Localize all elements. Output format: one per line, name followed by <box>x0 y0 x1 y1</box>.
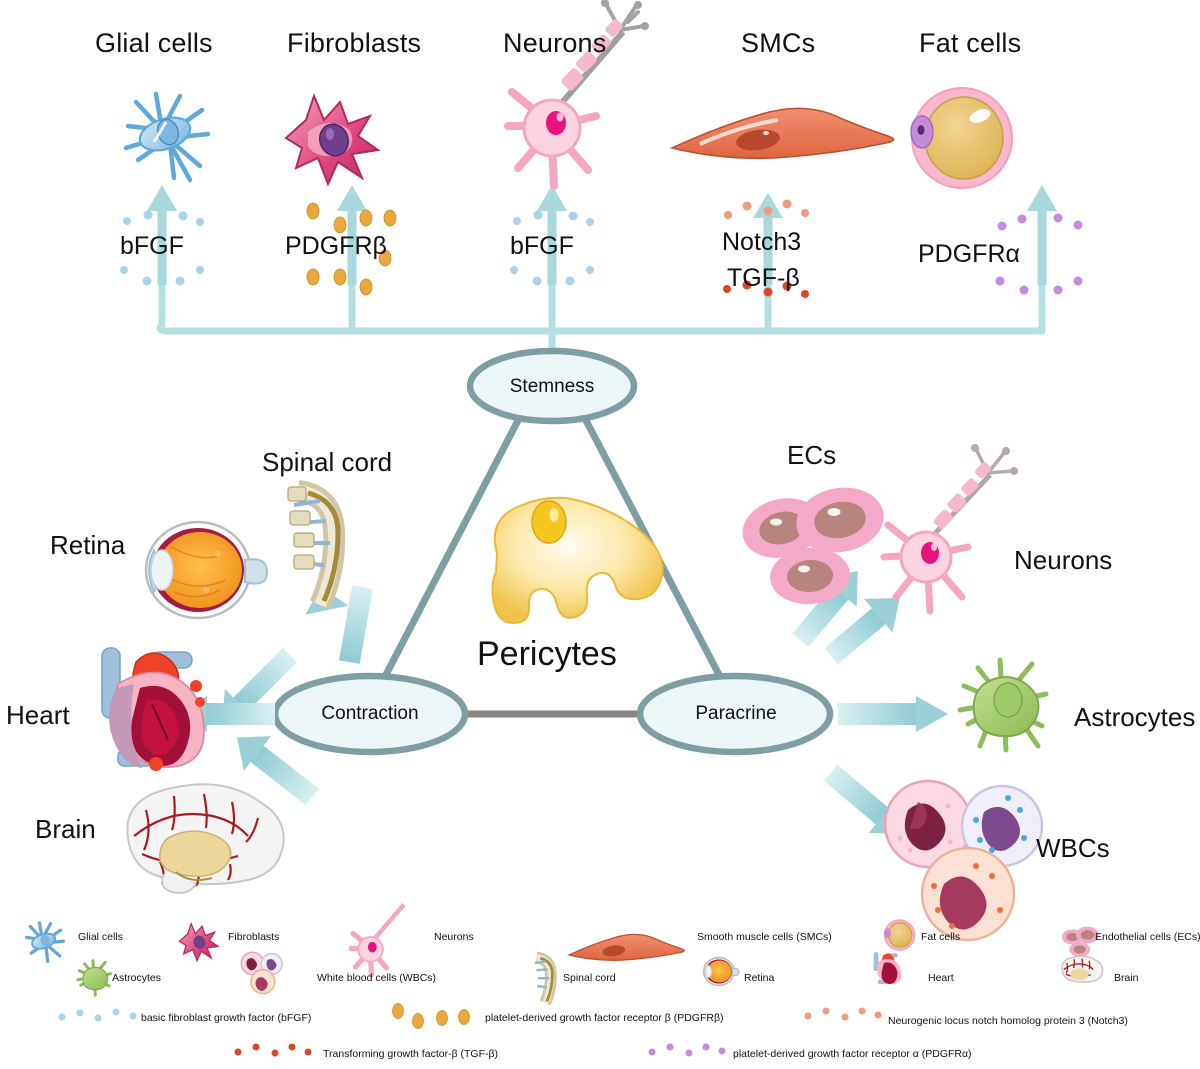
white-blood-cell-art <box>883 779 1044 942</box>
legend-icon-ecs <box>1062 926 1099 957</box>
stemness-distribution-bus <box>156 281 1046 356</box>
legend-item-notch3: Neurogenic locus notch homolog protein 3… <box>888 1015 1128 1027</box>
legend-icon-neuron <box>348 903 406 978</box>
factor-label-tgfb: TGF-β <box>727 264 800 292</box>
legend-icon-fat <box>883 919 916 951</box>
legend-item-spinal-cord: Spinal cord <box>563 972 616 984</box>
legend-icon-pdgfra-dots <box>648 1043 726 1057</box>
factor-label-bfgf-left: bFGF <box>120 232 184 260</box>
spinal-cord-art <box>287 480 346 610</box>
target-label-retina: Retina <box>50 530 126 560</box>
top-label-glial-cells: Glial cells <box>95 28 213 58</box>
legend-item-fibroblasts: Fibroblasts <box>228 931 280 943</box>
legend-item-smcs: Smooth muscle cells (SMCs) <box>697 931 832 943</box>
neuron-cell-art-right <box>880 444 1018 615</box>
legend-item-fat-cells: Fat cells <box>921 931 961 943</box>
legend-icon-astrocyte <box>76 959 113 997</box>
legend-item-astrocytes: Astrocytes <box>112 972 162 984</box>
top-label-neurons: Neurons <box>503 28 607 58</box>
node-ellipses <box>271 347 834 756</box>
fat-cell-art <box>910 87 1013 189</box>
fibroblast-cell-art <box>284 93 381 187</box>
legend-icon-tgfb-dots <box>234 1043 312 1057</box>
legend-icon-brain <box>1061 955 1104 983</box>
factor-label-pdgfrb: PDGFRβ <box>285 232 387 260</box>
factor-arrowheads <box>147 185 1057 218</box>
legend-item-neurons: Neurons <box>434 931 474 943</box>
target-label-ecs: ECs <box>787 440 837 470</box>
contraction-output-arrows <box>175 585 373 806</box>
legend-item-retina: Retina <box>744 972 775 984</box>
legend-icon-fibroblast <box>178 921 220 963</box>
legend-item-glial-cells: Glial cells <box>78 931 123 943</box>
legend-icon-spinal <box>534 951 557 1006</box>
target-label-wbcs: WBCs <box>1036 833 1110 863</box>
brain-art <box>126 783 285 894</box>
glial-cell-art <box>123 91 211 183</box>
legend-item-pdgfra: platelet-derived growth factor receptor … <box>733 1048 972 1060</box>
heart-art <box>101 647 205 771</box>
legend-item-heart: Heart <box>928 972 954 984</box>
legend-icon-notch3-dots <box>804 1007 882 1021</box>
node-label-stemness[interactable]: Stemness <box>509 376 595 397</box>
legend-icon-glial <box>24 921 66 964</box>
legend-item-ecs: Endothelial cells (ECs) <box>1095 931 1200 943</box>
pericyte-cell-illustration <box>491 496 664 625</box>
legend-icon-retina <box>702 956 740 987</box>
factor-label-notch3: Notch3 <box>722 228 802 256</box>
legend-item-tgfb: Transforming growth factor-β (TGF-β) <box>323 1048 499 1060</box>
legend-item-brain: Brain <box>1114 972 1139 984</box>
top-label-fibroblasts: Fibroblasts <box>287 28 422 58</box>
factor-label-bfgf-mid: bFGF <box>510 232 574 260</box>
retina-art <box>144 520 269 620</box>
legend-item-pdgfrb: platelet-derived growth factor receptor … <box>485 1012 724 1024</box>
legend-item-wbcs: White blood cells (WBCs) <box>317 972 437 984</box>
smooth-muscle-cell-art <box>669 107 895 160</box>
legend-icon-pdgfrb-dots <box>392 1003 470 1029</box>
legend-icon-smc <box>567 933 685 961</box>
factor-label-pdgfra: PDGFRα <box>918 240 1020 268</box>
legend-icon-bfgf-dots <box>58 1008 137 1022</box>
paracrine-output-arrows <box>792 571 948 834</box>
target-label-brain: Brain <box>35 814 96 844</box>
page-title: Pericytes <box>477 635 617 673</box>
legend-icon-heart <box>873 952 902 985</box>
notch3-dots <box>724 199 809 219</box>
legend-item-bfgf: basic fibroblast growth factor (bFGF) <box>141 1012 312 1024</box>
target-label-spinal-cord: Spinal cord <box>262 447 393 477</box>
legend-icon-wbc <box>240 951 283 995</box>
top-label-smcs: SMCs <box>741 28 816 58</box>
target-label-heart: Heart <box>6 700 70 730</box>
astrocyte-art <box>957 657 1049 753</box>
target-label-neurons: Neurons <box>1014 545 1113 575</box>
endothelial-cell-art <box>742 487 884 605</box>
target-label-astrocytes: Astrocytes <box>1074 702 1196 732</box>
node-label-contraction[interactable]: Contraction <box>321 703 419 724</box>
top-label-fat-cells: Fat cells <box>919 28 1022 58</box>
node-label-paracrine[interactable]: Paracrine <box>695 703 777 724</box>
